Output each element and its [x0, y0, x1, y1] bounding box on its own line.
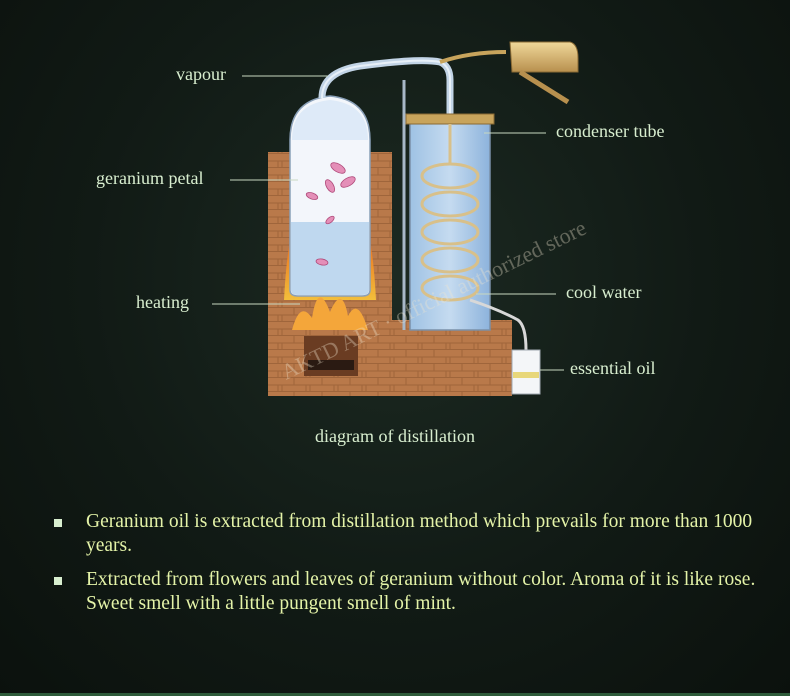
- list-item: Geranium oil is extracted from distillat…: [52, 510, 762, 558]
- flask-water: [291, 222, 369, 295]
- flame-shapes: [292, 297, 368, 330]
- label-heating: heating: [136, 292, 189, 312]
- label-cool-water: cool water: [566, 282, 642, 302]
- label-geranium-petal: geranium petal: [96, 168, 204, 188]
- flask-dome-tint: [292, 100, 368, 140]
- label-vapour: vapour: [176, 64, 226, 84]
- coal-bed: [308, 360, 354, 370]
- label-essential-oil: essential oil: [570, 358, 656, 378]
- list-item: Extracted from flowers and leaves of ger…: [52, 568, 762, 616]
- condenser-lid: [405, 113, 495, 125]
- leader-lines: [212, 75, 564, 371]
- brass-handle: [518, 69, 570, 105]
- bottom-rule: [0, 693, 790, 696]
- brass-pipe: [439, 50, 507, 64]
- brass-nozzle: [509, 41, 579, 73]
- diagram-caption: diagram of distillation: [315, 426, 475, 446]
- distillation-diagram: AKTD ART · official authorized store: [212, 41, 590, 396]
- info-bullet-list: Geranium oil is extracted from distillat…: [52, 510, 762, 626]
- bullet-text: Geranium oil is extracted from distillat…: [86, 511, 753, 556]
- bullet-text: Extracted from flowers and leaves of ger…: [86, 569, 756, 614]
- outlet-pipe: [469, 298, 528, 351]
- bullet-square-icon: [54, 519, 62, 527]
- label-condenser-tube: condenser tube: [556, 121, 665, 141]
- essential-oil-layer: [513, 372, 539, 378]
- geranium-petals: [305, 162, 356, 266]
- bullet-square-icon: [54, 577, 62, 585]
